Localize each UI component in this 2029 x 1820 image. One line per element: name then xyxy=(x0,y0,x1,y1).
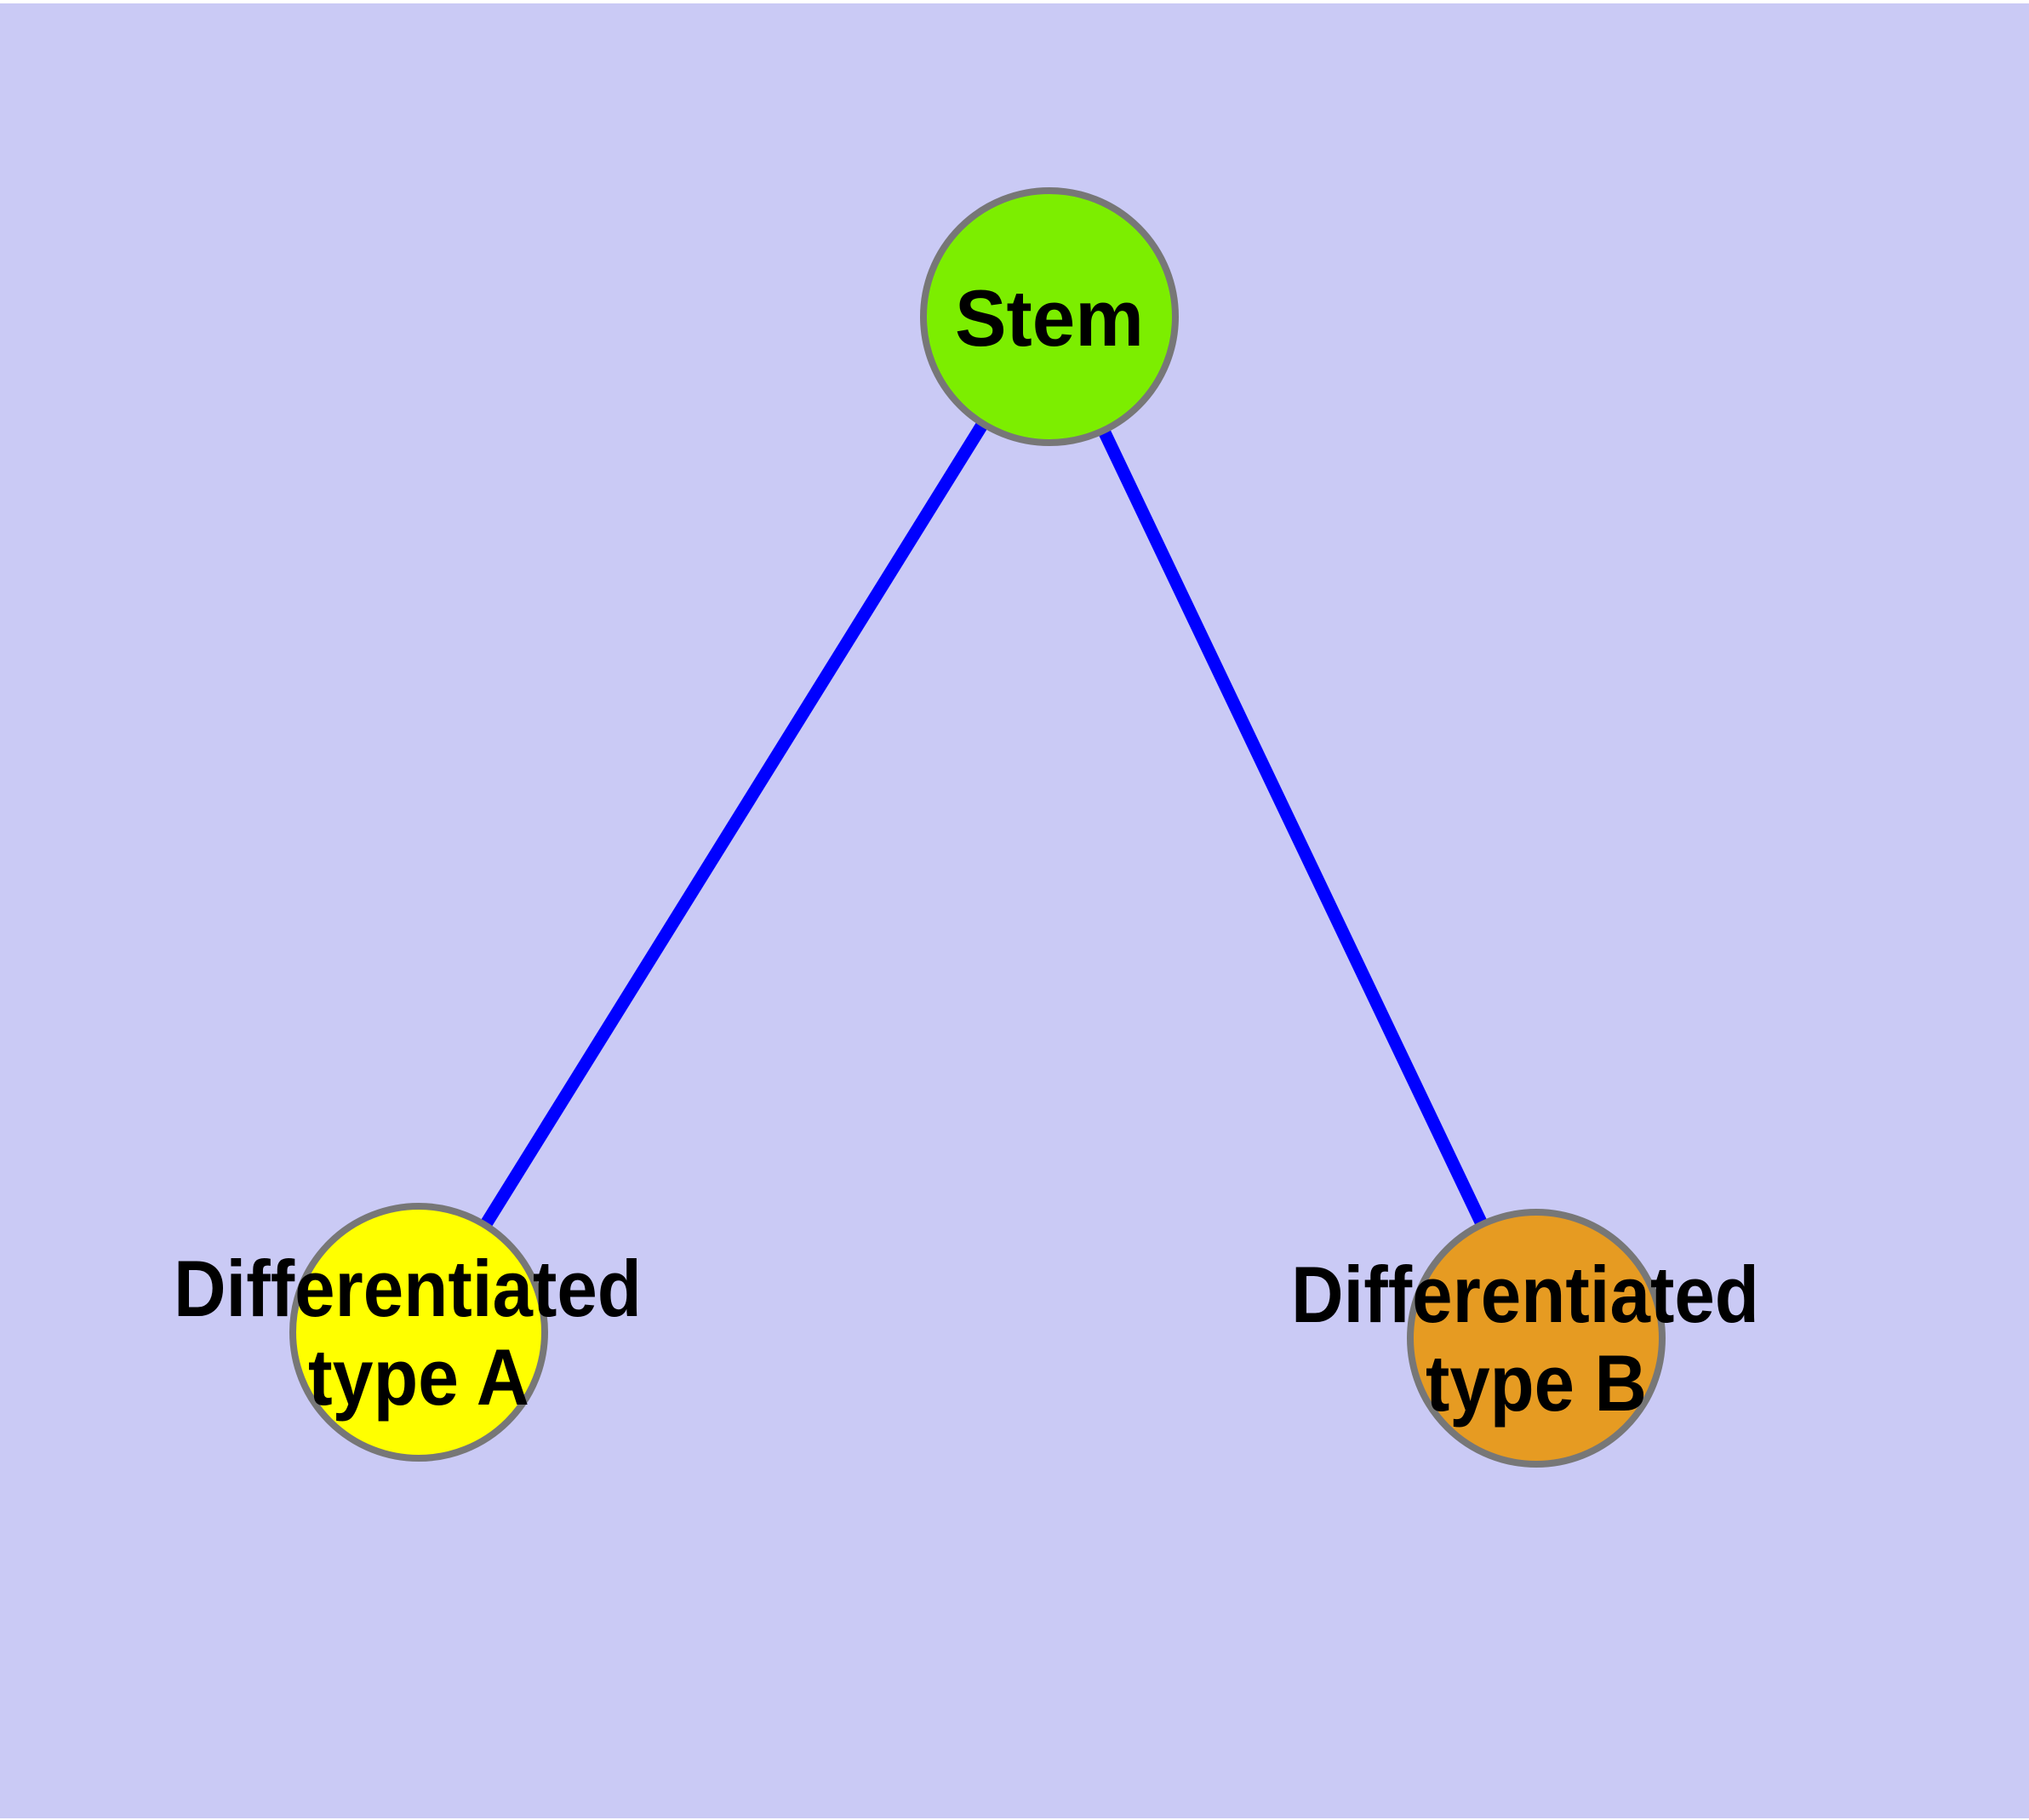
node-type-a-label: Differentiated type A xyxy=(174,1244,664,1422)
edge-stem-to-type-a xyxy=(413,313,1055,1336)
node-stem-label-text: Stem xyxy=(955,273,1144,363)
node-type-b-label-line2: type B xyxy=(1426,1338,1647,1428)
node-stem-circle xyxy=(920,187,1179,446)
node-type-a-circle xyxy=(289,1203,548,1462)
node-type-b-label: Differentiated type B xyxy=(1291,1250,1781,1428)
node-type-b-label-line1: Differentiated xyxy=(1291,1250,1759,1339)
node-stem-label: Stem xyxy=(955,273,1144,363)
edge-stem-to-type-b xyxy=(1043,313,1542,1342)
node-type-a-label-line1: Differentiated xyxy=(174,1244,642,1333)
node-type-b-circle xyxy=(1407,1209,1666,1468)
node-type-a-label-line2: type A xyxy=(308,1332,529,1422)
